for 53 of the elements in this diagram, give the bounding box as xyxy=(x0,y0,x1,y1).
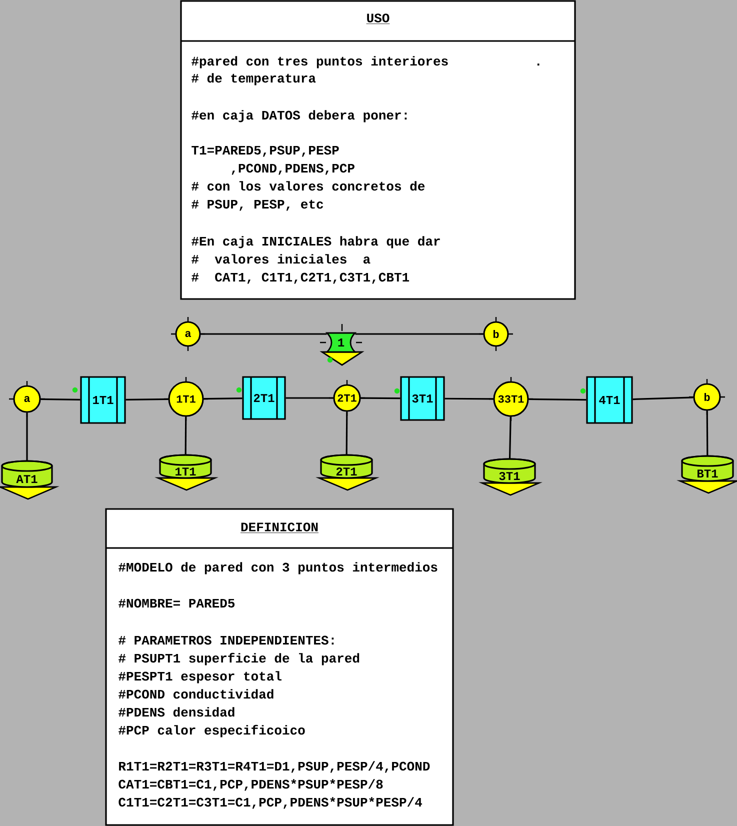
connector-line xyxy=(184,416,187,455)
code-line: #NOMBRE= PARED5 xyxy=(118,598,235,608)
storage-cylinder: AT1 xyxy=(0,460,60,500)
code-line: # PARAMETROS INDEPENDIENTES: xyxy=(118,636,334,645)
connector-line xyxy=(286,397,334,399)
circle-node: b xyxy=(478,316,514,352)
listing-box xyxy=(180,0,576,300)
code-line: T1=PARED5,PSUP,PESP xyxy=(192,146,339,157)
connector-line xyxy=(204,397,242,400)
code-line: # PSUPT1 superficie de la pared xyxy=(118,652,360,666)
code-line: # valores iniciales a xyxy=(192,254,370,264)
code-line: # de temperatura xyxy=(192,73,316,86)
connector-line xyxy=(126,398,168,401)
code-line: R1T1=R2T1=R3T1=R4T1=D1,PSUP,PESP/4,PCOND xyxy=(119,761,430,773)
heading: DEFINICION xyxy=(240,522,319,534)
connector-line xyxy=(26,412,28,461)
circle-node: b xyxy=(688,378,726,416)
source-block: 1 xyxy=(319,323,364,366)
connector-line xyxy=(346,412,348,455)
circle-node: a xyxy=(8,380,46,418)
code-line: #PESPT1 espesor total xyxy=(118,671,282,684)
circle-node: 33T1 xyxy=(488,376,534,422)
connector-line xyxy=(360,397,400,400)
code-line: #En caja INICIALES habra que dar xyxy=(192,236,440,248)
process-box: 4T1 xyxy=(586,376,633,424)
circle-node: 2T1 xyxy=(328,379,366,417)
code-line: #MODELO de pared con 3 puntos intermedios xyxy=(118,562,438,574)
connector-line xyxy=(355,333,484,335)
connector-line xyxy=(508,416,512,459)
process-box: 1T1 xyxy=(80,376,126,424)
connector-line xyxy=(40,398,80,400)
connector-line xyxy=(200,333,327,335)
connector-line xyxy=(444,398,494,400)
code-line: C1T1=C2T1=C3T1=C1,PCP,PDENS*PSUP*PESP/4 xyxy=(118,797,422,809)
code-line: #en caja DATOS debera poner: xyxy=(192,110,407,122)
code-line: # CAT1, C1T1,C2T1,C3T1,CBT1 xyxy=(192,272,410,284)
code-line: CAT1=CBT1=C1,PCP,PDENS*PSUP*PESP/8 xyxy=(118,779,383,791)
heading: USO xyxy=(366,14,390,24)
circle-node: a xyxy=(170,316,206,352)
code-line: #PCOND conductividad xyxy=(118,689,274,699)
code-line: #pared con tres puntos interiores . xyxy=(192,56,540,68)
listing-box xyxy=(105,508,454,826)
connector-line xyxy=(632,396,694,400)
process-box: 3T1 xyxy=(400,376,445,421)
code-line: ,PCOND,PDENS,PCP xyxy=(232,164,354,175)
connector-line xyxy=(528,398,586,401)
code-line: # PSUP, PESP, etc xyxy=(192,200,324,211)
code-line: #PCP calor especificoico xyxy=(118,724,305,738)
code-line: # con los valores concretos de xyxy=(192,181,425,191)
code-line: #PDENS densidad xyxy=(118,707,234,717)
connector-line xyxy=(706,410,708,456)
process-box: 2T1 xyxy=(242,376,286,420)
circle-node: 1T1 xyxy=(163,376,209,422)
